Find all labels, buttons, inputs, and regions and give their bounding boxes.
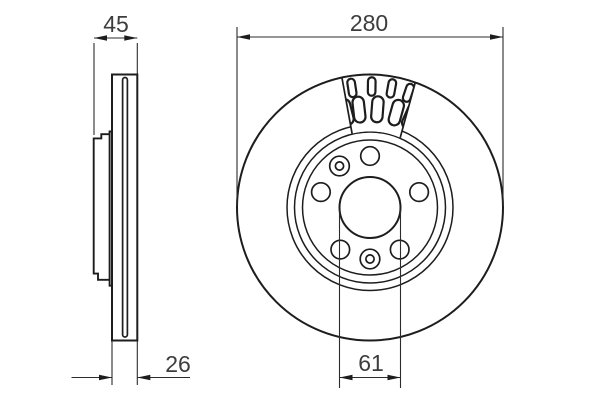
locating-hole-upper-left-inner	[334, 161, 345, 171]
center-bore-circle	[338, 176, 402, 239]
dimension-280-label: 280	[350, 10, 388, 36]
arrowhead-45-left	[94, 35, 107, 41]
locating-hole-upper-left-outer	[328, 155, 351, 177]
vent-slot-outer-3	[385, 78, 398, 99]
vent-slots	[341, 76, 416, 130]
vent-channel-section	[121, 76, 129, 338]
vent-sector-edge-right	[399, 82, 417, 138]
dimension-45	[93, 35, 138, 135]
arrowhead-26-right	[137, 374, 151, 381]
dimension-61-label: 61	[358, 350, 384, 376]
friction-band-inner-circle	[286, 123, 454, 292]
hat-outer-edge	[108, 130, 112, 287]
vent-slot-inner-3	[387, 98, 406, 127]
locating-hole-bottom-inner	[365, 254, 375, 264]
hat-flange-profile	[92, 133, 110, 281]
dimension-61	[338, 210, 402, 388]
bolt-hole-top	[359, 145, 381, 167]
bolt-hole-right	[408, 181, 430, 203]
bolt-hole-left	[310, 181, 332, 203]
vent-slot-inner-1	[351, 95, 367, 124]
disc-ring-section	[111, 73, 139, 342]
dimension-45-label: 45	[103, 11, 129, 37]
outer-diameter-circle	[236, 73, 504, 342]
arrowhead-280-left	[237, 34, 250, 40]
vent-sector-edge-left	[341, 77, 353, 134]
hub-outer-circle	[293, 131, 447, 284]
bolt-hole-bottom-left	[330, 239, 351, 260]
locating-screw-holes	[328, 155, 381, 270]
arrowhead-280-right	[490, 34, 503, 40]
front-view	[236, 73, 504, 342]
dimension-280	[236, 27, 504, 206]
bolt-hole-bottom-right	[389, 239, 410, 260]
hub-step-circle	[301, 139, 439, 276]
arrowhead-61-right	[387, 374, 401, 381]
arrowhead-61-left	[339, 374, 353, 381]
locating-hole-bottom-outer	[359, 248, 381, 270]
side-view	[92, 73, 139, 342]
vent-slot-outer-2	[366, 76, 377, 97]
bolt-holes	[310, 145, 430, 260]
vent-slot-inner-2	[370, 95, 385, 124]
vent-slot-outer-1	[346, 77, 358, 99]
dimension-26-label: 26	[165, 351, 191, 377]
arrowhead-26-left	[99, 374, 112, 381]
dimension-26	[71, 341, 190, 385]
arrowhead-45-right	[124, 35, 138, 41]
